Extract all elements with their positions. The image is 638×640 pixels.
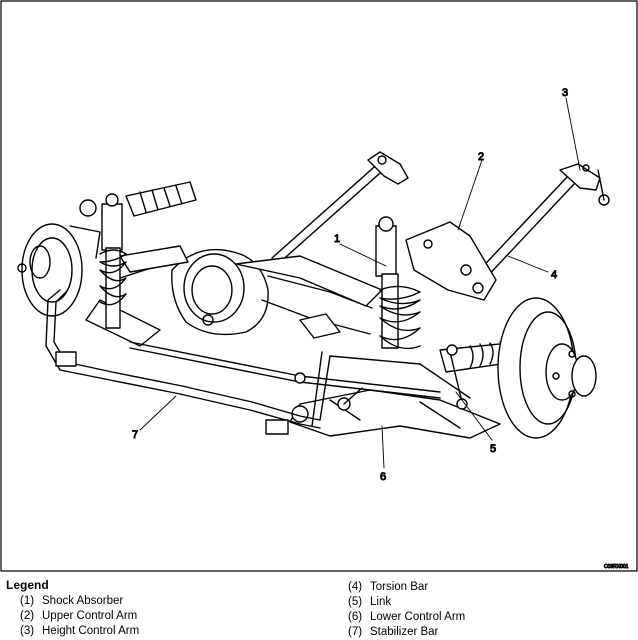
stabilizer-link <box>343 344 468 410</box>
legend-column-left: (1) Shock Absorber (2) Upper Control Arm… <box>20 594 139 639</box>
left-upper-shock <box>79 181 197 217</box>
left-shock-absorber <box>99 193 127 329</box>
callout-leaders <box>139 97 581 469</box>
legend-item-number: (3) <box>20 625 35 637</box>
legend-item-shock-absorber: (1) Shock Absorber <box>20 594 139 609</box>
crossmember <box>85 245 383 347</box>
callout-6: 6 <box>380 471 386 483</box>
leader-5 <box>455 391 493 441</box>
legend-title: Legend <box>6 578 49 592</box>
legend-item-upper-control-arm: (2) Upper Control Arm <box>20 609 139 624</box>
figure-code: C03RX001 <box>604 564 629 570</box>
callout-4: 4 <box>551 269 557 281</box>
legend-item-torsion-bar: (4) Torsion Bar <box>348 580 465 595</box>
legend-item-number: (7) <box>348 626 363 638</box>
stabilizer-bar <box>45 289 471 435</box>
legend-item-number: (2) <box>20 610 35 622</box>
callout-7: 7 <box>132 429 138 441</box>
legend-item-number: (6) <box>348 611 363 623</box>
legend-column-right: (4) Torsion Bar (5) Link (6) Lower Contr… <box>348 580 465 640</box>
legend-item-label: Torsion Bar <box>370 581 429 593</box>
callout-5: 5 <box>490 443 496 455</box>
legend-item-number: (4) <box>348 581 363 593</box>
legend-item-label: Stabilizer Bar <box>370 626 439 638</box>
legend-item-height-control-arm: (3) Height Control Arm <box>20 624 139 639</box>
legend-item-link: (5) Link <box>348 595 465 610</box>
leader-1 <box>339 243 387 267</box>
left-wheel-hub <box>17 223 101 317</box>
legend-item-number: (1) <box>20 595 35 607</box>
callout-3: 3 <box>562 87 568 99</box>
figure-frame <box>0 0 638 572</box>
legend-item-label: Shock Absorber <box>42 595 124 607</box>
callout-2: 2 <box>478 151 484 163</box>
torsion-bar-front <box>473 163 610 283</box>
leader-2 <box>457 159 483 231</box>
right-shock-absorber <box>375 216 421 350</box>
upper-control-arm <box>405 221 497 301</box>
legend-item-label: Upper Control Arm <box>42 610 138 622</box>
leader-6 <box>381 425 385 469</box>
leader-3 <box>565 97 581 171</box>
leader-7 <box>139 395 177 431</box>
torsion-bar-rear <box>271 151 409 265</box>
legend-item-stabilizer-bar: (7) Stabilizer Bar <box>348 625 465 640</box>
callout-1: 1 <box>334 233 340 245</box>
legend-item-label: Height Control Arm <box>42 625 140 637</box>
legend: Legend (1) Shock Absorber (2) Upper Cont… <box>0 576 638 640</box>
tie-rod <box>129 341 441 399</box>
legend-item-lower-control-arm: (6) Lower Control Arm <box>348 610 465 625</box>
legend-item-label: Lower Control Arm <box>370 611 466 623</box>
legend-item-label: Link <box>370 596 392 608</box>
suspension-diagram: 1 2 3 4 5 6 7 C03RX001 <box>0 0 638 572</box>
leader-4 <box>507 255 549 273</box>
legend-item-number: (5) <box>348 596 363 608</box>
right-wheel-hub <box>497 297 597 439</box>
